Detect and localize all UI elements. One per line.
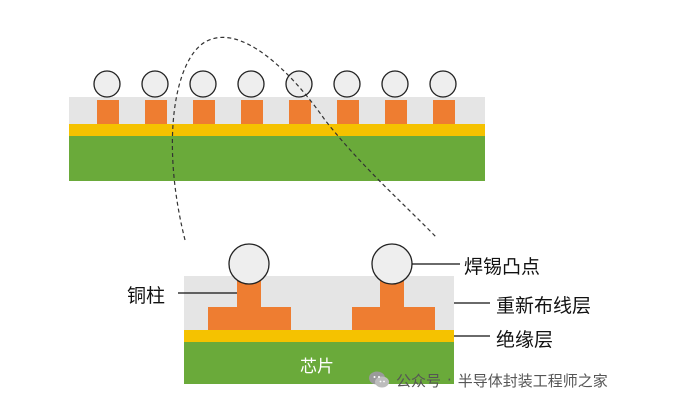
detail-solder-bump-right [371, 243, 413, 285]
detail-copper-pad-left [208, 307, 291, 330]
top-overview [69, 70, 485, 181]
top-bump [381, 70, 409, 98]
top-pillar [337, 100, 359, 124]
zoom-callout-line [171, 36, 438, 241]
top-pillar [385, 100, 407, 124]
top-pillar [145, 100, 167, 124]
top-rdl-layer [69, 97, 485, 124]
top-pillar [241, 100, 263, 124]
detail-copper-pad-right [352, 307, 435, 330]
detail-insulation-layer [184, 330, 454, 342]
top-pillar [289, 100, 311, 124]
top-bump [141, 70, 169, 98]
detail-chip-layer [184, 342, 454, 384]
label-chip: 芯片 [300, 357, 334, 377]
top-bump [93, 70, 121, 98]
top-bump [429, 70, 457, 98]
label-solder-bump: 焊锡凸点 [464, 256, 541, 278]
label-rdl: 重新布线层 [496, 295, 592, 317]
top-pillar [193, 100, 215, 124]
top-bump [285, 70, 313, 98]
watermark: 公众号 · 半导体封装工程师之家 [368, 367, 608, 393]
watermark-name: 半导体封装工程师之家 [457, 371, 608, 390]
top-pillar [433, 100, 455, 124]
top-bump [237, 70, 265, 98]
watermark-separator: · [447, 371, 452, 389]
watermark-channel: 公众号 [396, 371, 442, 390]
wechat-icon [369, 371, 389, 388]
top-copper-pillars [97, 100, 455, 124]
top-solder-bumps [93, 70, 457, 98]
detail-view [184, 243, 454, 384]
top-bump [333, 70, 361, 98]
label-copper-pillar: 铜柱 [127, 285, 166, 307]
label-insulation: 绝缘层 [496, 329, 554, 351]
top-bump [189, 70, 217, 98]
detail-solder-bump-left [228, 243, 270, 285]
top-pillar [97, 100, 119, 124]
leader-lines [178, 263, 490, 337]
top-chip-layer [69, 136, 485, 181]
top-insulation-layer [69, 124, 485, 136]
